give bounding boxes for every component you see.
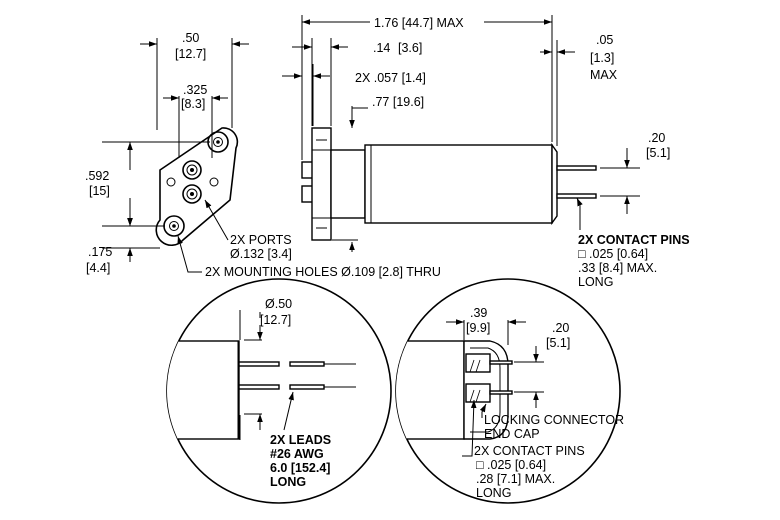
mounting-holes-label: 2X MOUNTING HOLES Ø.109 [2.8] THRU (205, 265, 441, 279)
port-lower (182, 184, 202, 204)
dim-width-in: .50 (182, 31, 199, 45)
dim-body-to-port: .77 [19.6] (372, 95, 424, 109)
dim-pin-spacing-mm: [5.1] (646, 146, 670, 160)
dim-flange-in: .14 (373, 41, 390, 55)
end-view-dimensions: .50 [12.7] .325 [8.3] .592 [15] .175 [4.… (85, 31, 441, 279)
conn-pins-title: 2X CONTACT PINS (474, 444, 585, 458)
leads-awg: #26 AWG (270, 447, 324, 461)
dim-pin-spacing-in: .20 (648, 131, 665, 145)
conn-pins-size: □ .025 [0.64] (476, 458, 546, 472)
dim-cap-in: .05 (596, 33, 613, 47)
conn-pins-length: .28 [7.1] MAX. (476, 472, 555, 486)
leads-length: 6.0 [152.4] (270, 461, 330, 475)
dim-port-length: 2X .057 [1.4] (355, 71, 426, 85)
dim-cap-note: MAX (590, 68, 618, 82)
side-view (301, 127, 597, 241)
contact-pins-length: .33 [8.4] MAX. (578, 261, 657, 275)
ports-label: 2X PORTS (230, 233, 292, 247)
detail-leads: Ø.50 [12.7] 2X LEADS #26 AWG 6.0 [152.4]… (166, 278, 392, 504)
dim-port-spacing-mm: [8.3] (181, 97, 205, 111)
dim-height-in: .592 (85, 169, 109, 183)
conn-depth-mm: [9.9] (466, 321, 490, 335)
lead-dia-mm: [12.7] (260, 313, 291, 327)
detail-connector: .39 [9.9] .20 [5.1] LOCKING CONNECTOR EN… (395, 278, 624, 504)
end-cap-label-1: LOCKING CONNECTOR (484, 413, 624, 427)
dim-hole-offset-in: .175 (88, 245, 112, 259)
conn-spacing-in: .20 (552, 321, 569, 335)
dim-hole-offset-mm: [4.4] (86, 261, 110, 275)
conn-pins-long: LONG (476, 486, 511, 500)
dim-port-spacing-in: .325 (183, 83, 207, 97)
side-end-cap (551, 142, 558, 226)
leads-long: LONG (270, 475, 306, 489)
dim-height-mm: [15] (89, 184, 110, 198)
conn-depth-in: .39 (470, 306, 487, 320)
side-neck (330, 149, 366, 219)
dim-overall-length: 1.76 [44.7] MAX (374, 16, 464, 30)
ports-diameter: Ø.132 [3.4] (230, 247, 292, 261)
end-cap-label-2: END CAP (484, 427, 540, 441)
conn-spacing-mm: [5.1] (546, 336, 570, 350)
contact-pins-title: 2X CONTACT PINS (578, 233, 690, 247)
dim-cap-mm: [1.3] (590, 51, 614, 65)
side-contact-pin-upper (556, 165, 597, 171)
contact-pins-long: LONG (578, 275, 613, 289)
end-view (155, 127, 239, 247)
leads-title: 2X LEADS (270, 433, 331, 447)
port-upper (182, 160, 202, 180)
contact-pins-size: □ .025 [0.64] (578, 247, 648, 261)
side-flange (311, 127, 332, 241)
side-contact-pin-lower (556, 193, 597, 199)
side-view-dimensions: 1.76 [44.7] MAX .14 [3.6] 2X .057 [1.4] … (282, 15, 690, 289)
dim-flange-mm: [3.6] (398, 41, 422, 55)
lead-dia-in: Ø.50 (265, 297, 292, 311)
dim-width-mm: [12.7] (175, 47, 206, 61)
side-body (364, 144, 553, 224)
